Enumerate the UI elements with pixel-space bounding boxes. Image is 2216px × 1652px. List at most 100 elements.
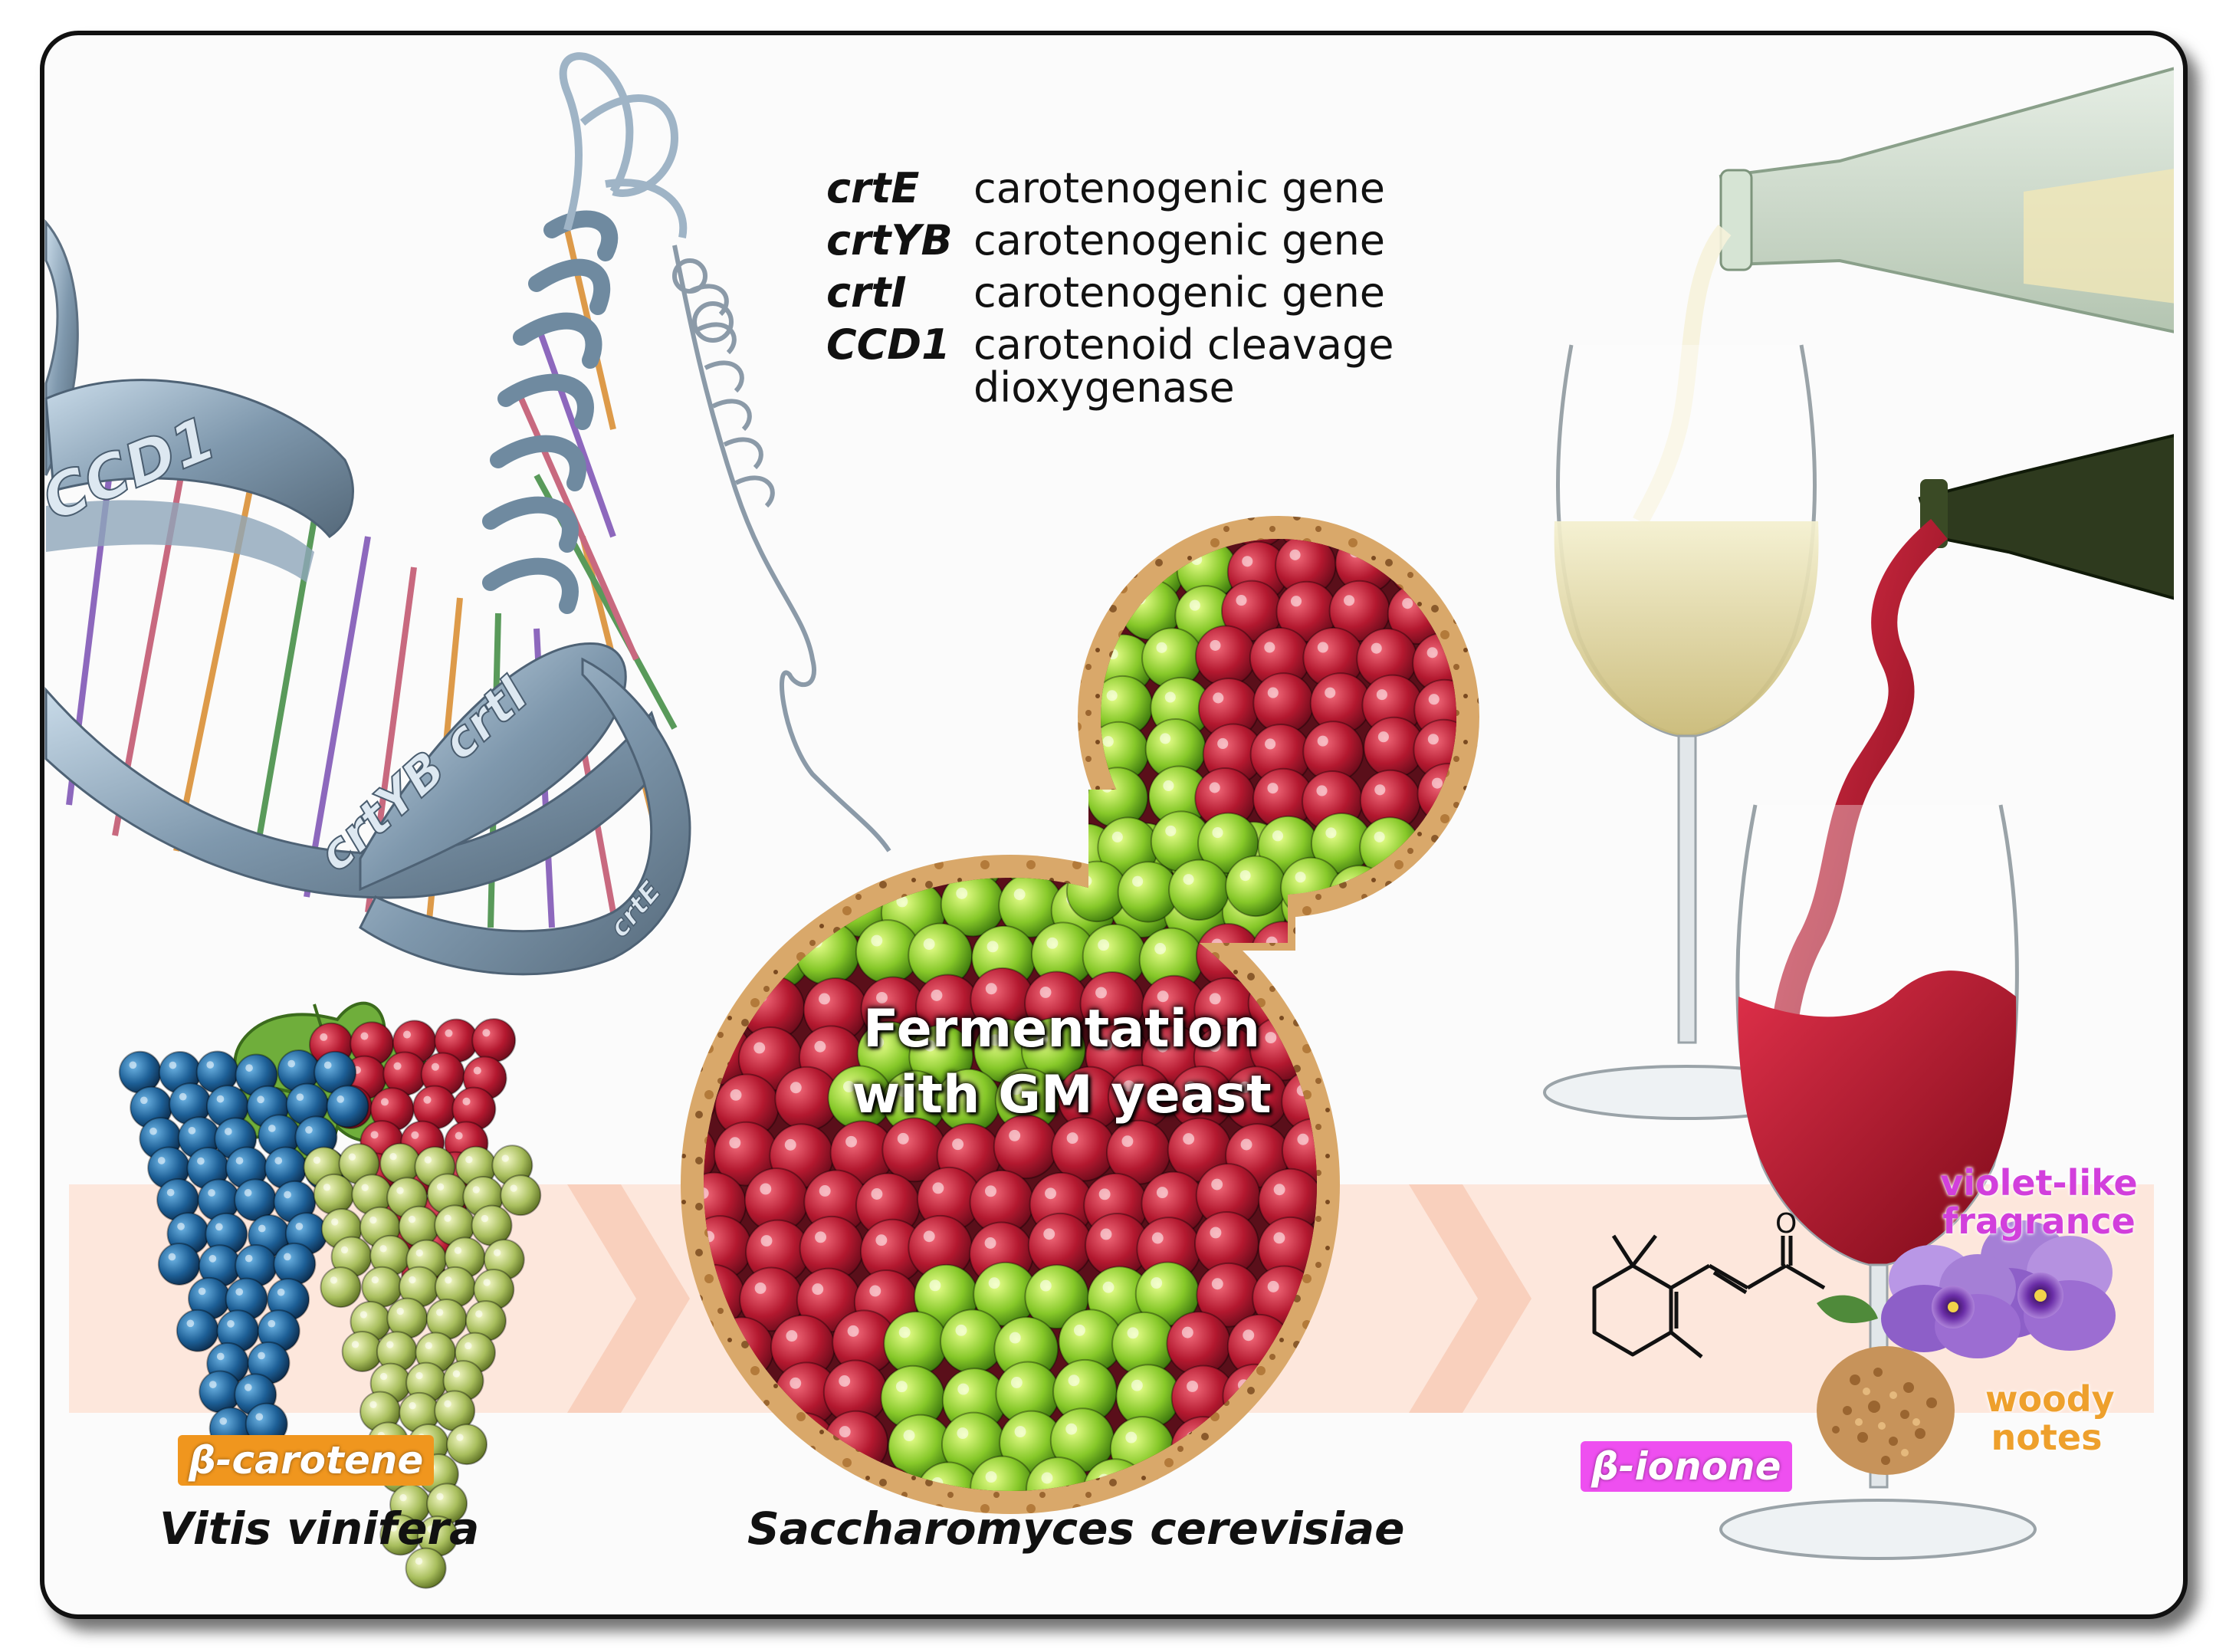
grape-highlight xyxy=(208,1189,215,1197)
grape-highlight xyxy=(1295,872,1306,883)
grape-berry xyxy=(405,1547,447,1589)
grape-highlight xyxy=(924,1039,936,1052)
grape-highlight xyxy=(985,1471,997,1483)
grape-highlight xyxy=(351,1341,359,1348)
grape-highlight xyxy=(730,1089,742,1101)
grape-highlight xyxy=(415,1249,423,1257)
grape-highlight xyxy=(1010,1377,1023,1388)
grape-highlight xyxy=(755,1473,767,1485)
grape-highlight xyxy=(869,1285,881,1297)
grape-highlight xyxy=(129,1061,137,1069)
grape-highlight xyxy=(929,1279,941,1292)
grape-highlight xyxy=(1102,736,1114,747)
grape-highlight xyxy=(1066,1132,1078,1145)
grape-highlight xyxy=(1240,1138,1252,1151)
grape-highlight xyxy=(1377,731,1389,743)
grape-highlight xyxy=(809,1474,822,1486)
grape-highlight xyxy=(1183,874,1194,885)
grape-highlight xyxy=(370,1131,379,1139)
grape-highlight xyxy=(409,1276,416,1284)
grape-highlight xyxy=(198,1287,206,1296)
grape-highlight xyxy=(216,1352,225,1361)
grape-highlight xyxy=(244,1384,252,1391)
grape-highlight xyxy=(932,1182,944,1194)
grape-highlight xyxy=(1402,598,1413,609)
grape-highlight xyxy=(296,1093,304,1102)
gene-description: carotenogenic gene xyxy=(973,164,1386,212)
grape-highlight xyxy=(819,1185,831,1197)
grape-highlight xyxy=(819,993,830,1005)
gene-description: carotenogenic gene xyxy=(973,268,1386,317)
grape-highlight xyxy=(1289,549,1301,560)
grape-highlight xyxy=(436,1183,445,1191)
grape-highlight xyxy=(258,1351,265,1360)
grape-highlight xyxy=(331,1218,339,1226)
grape-highlight xyxy=(734,887,747,899)
grape-highlight xyxy=(379,1245,387,1253)
grape-highlight xyxy=(510,1184,517,1192)
grape-highlight xyxy=(1009,1332,1021,1344)
grape-highlight xyxy=(1078,602,1089,614)
grape-highlight xyxy=(812,1283,824,1296)
grape-highlight xyxy=(396,1307,404,1315)
grape-highlight xyxy=(785,891,797,903)
grape-highlight xyxy=(903,1430,915,1442)
grape-highlight xyxy=(197,1157,205,1165)
grape-highlight xyxy=(897,1085,909,1097)
grape-highlight xyxy=(1015,837,1027,849)
grape-highlight xyxy=(1267,1280,1279,1292)
grape-highlight xyxy=(1045,1187,1056,1200)
grape-highlight xyxy=(954,844,966,856)
grape-highlight xyxy=(842,1080,855,1092)
grape-highlight xyxy=(760,941,773,953)
grape-highlight xyxy=(1376,689,1387,701)
grape-highlight xyxy=(425,1342,432,1349)
gene-symbol: crtI xyxy=(826,268,907,317)
grape-highlight xyxy=(1209,1040,1221,1053)
grape-highlight xyxy=(1100,1039,1112,1051)
gene-symbol: crtE xyxy=(826,164,920,212)
grape-highlight xyxy=(1210,1227,1222,1239)
grape-highlight xyxy=(1344,595,1355,606)
grape-highlight xyxy=(725,839,737,851)
grape-highlight xyxy=(1102,1281,1115,1293)
grape-highlight xyxy=(1106,690,1118,701)
gene-symbol: crtYB xyxy=(826,216,953,264)
grape-highlight xyxy=(1428,694,1440,705)
grape-highlight xyxy=(1242,556,1253,567)
gene-row-crtyb: crtYB carotenogenic gene xyxy=(826,215,1464,267)
grape-highlight xyxy=(1154,943,1167,954)
grape-berry xyxy=(710,823,776,888)
grape-highlight xyxy=(760,1235,773,1247)
grape-highlight xyxy=(1187,1380,1199,1392)
grape-highlight xyxy=(1183,1133,1195,1145)
grape-highlight xyxy=(268,1319,276,1328)
grape-highlight xyxy=(227,1320,235,1328)
grape-highlight xyxy=(454,1246,462,1254)
grape-highlight xyxy=(1187,500,1198,511)
blue-grape-cluster xyxy=(118,1049,369,1479)
grape-highlight xyxy=(786,1330,798,1342)
grape-highlight xyxy=(1043,1228,1055,1240)
grape-highlight xyxy=(473,1066,481,1075)
grape-highlight xyxy=(1243,501,1253,512)
grape-highlight xyxy=(790,1082,802,1094)
grape-highlight xyxy=(424,1156,432,1164)
grape-highlight xyxy=(985,1185,996,1197)
grape-highlight xyxy=(729,1137,741,1149)
grape-highlight xyxy=(482,1029,491,1037)
grape-berry xyxy=(1062,539,1124,593)
grape-highlight xyxy=(951,1084,964,1096)
grape-highlight xyxy=(245,1064,253,1072)
grape-highlight xyxy=(955,1324,967,1336)
grape-highlight xyxy=(255,1413,264,1421)
grape-highlight xyxy=(923,1230,935,1243)
grape-highlight xyxy=(901,840,913,852)
grape-highlight xyxy=(386,1341,394,1348)
grape-highlight xyxy=(166,1188,175,1197)
grape-highlight xyxy=(268,1125,276,1132)
grape-highlight xyxy=(814,1040,826,1053)
grape-berry xyxy=(704,1458,755,1491)
grape-highlight xyxy=(409,1402,416,1410)
grape-highlight xyxy=(330,1276,338,1284)
